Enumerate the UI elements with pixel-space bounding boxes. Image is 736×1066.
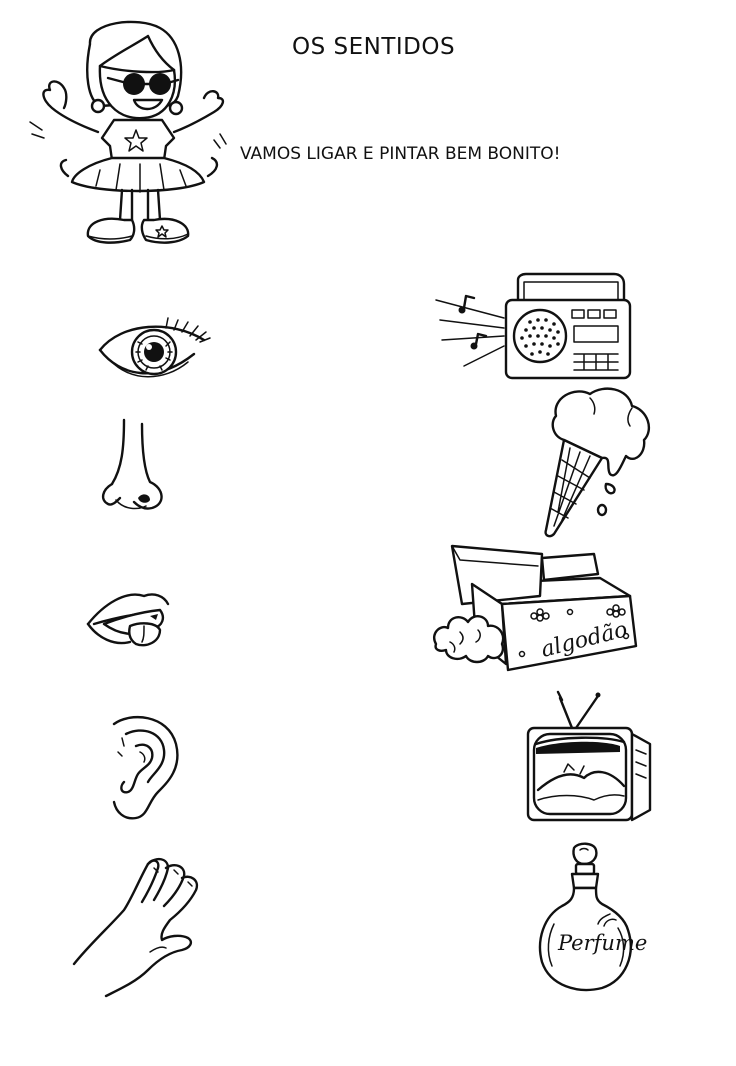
cotton-box-icon: algodão: [430, 544, 646, 676]
page-title: OS SENTIDOS: [292, 34, 456, 60]
perfume-label: Perfume: [557, 931, 647, 955]
radio-icon: [434, 270, 634, 382]
instruction-text: VAMOS LIGAR E PINTAR BEM BONITO!: [240, 144, 561, 164]
perfume-bottle-icon: Perfume: [534, 844, 647, 994]
nose-icon: [94, 418, 174, 518]
hand-icon: [70, 852, 204, 1000]
ear-icon: [108, 712, 184, 822]
girl-character-icon: [28, 14, 228, 250]
mouth-icon: [84, 582, 172, 652]
eye-icon: [96, 318, 212, 390]
tv-icon: [520, 690, 660, 826]
ice-cream-icon: [534, 384, 658, 544]
